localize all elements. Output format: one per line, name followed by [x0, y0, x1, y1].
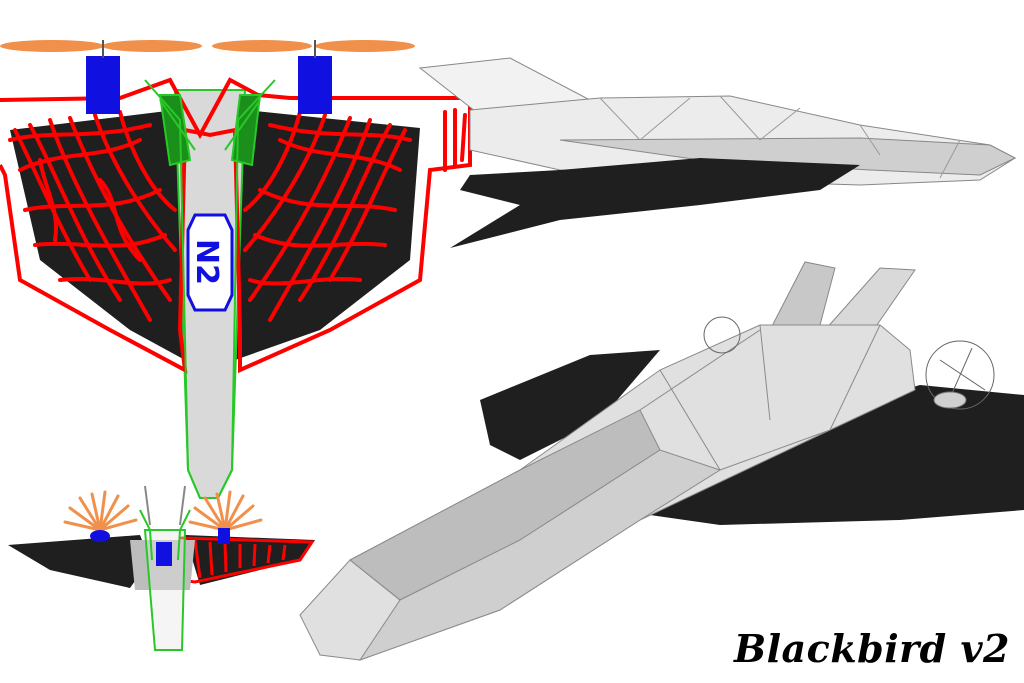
side-wing — [450, 158, 860, 248]
front-engine-left — [90, 530, 110, 542]
front-rotor-fans — [63, 490, 263, 532]
top-wing-right — [235, 110, 420, 360]
persp-wing-left — [480, 350, 660, 460]
persp-wing-right — [640, 385, 1024, 525]
top-engine-left — [86, 56, 120, 114]
front-engine-right — [218, 528, 230, 544]
front-view — [8, 485, 315, 651]
top-view-label: N2 — [189, 239, 224, 285]
front-cockpit — [156, 542, 172, 566]
top-red-scribbles-right — [243, 108, 467, 322]
top-green-panels — [158, 94, 262, 167]
perspective-view — [299, 261, 1024, 661]
persp-rotors — [703, 316, 995, 410]
top-red-outline — [0, 77, 472, 374]
persp-engine-pod — [933, 391, 967, 409]
front-wing-right — [185, 535, 315, 585]
top-rotors — [0, 40, 415, 52]
design-caption: Blackbird v2 — [734, 626, 1010, 671]
persp-tail-fin-left — [769, 261, 836, 331]
top-view: N2 — [0, 40, 472, 499]
front-wing-left — [8, 535, 150, 588]
top-green-frame — [144, 79, 276, 499]
top-red-scribbles-left — [8, 110, 177, 322]
top-cockpit-box — [186, 213, 234, 312]
front-green-frame — [143, 529, 187, 651]
side-view — [418, 57, 1017, 248]
top-engine-right — [298, 56, 332, 114]
